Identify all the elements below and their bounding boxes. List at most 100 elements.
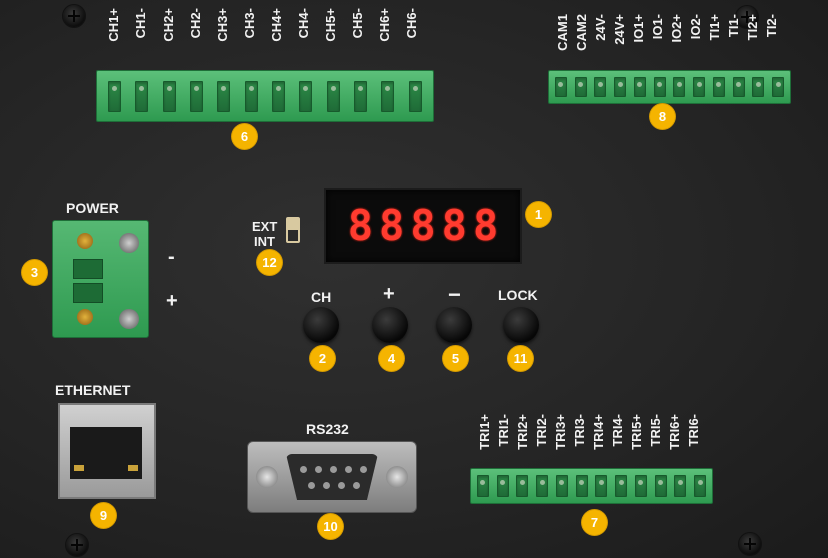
power-terminal-hole xyxy=(77,233,93,249)
plus-button[interactable] xyxy=(372,307,408,343)
terminal-pin xyxy=(634,475,647,497)
io-pin-label: TI1+ xyxy=(707,14,722,41)
trigger-pin-label: TRI1+ xyxy=(477,414,492,450)
corner-screw-bottom-left xyxy=(66,534,88,556)
channel-pin-label: CH3- xyxy=(242,8,257,39)
callout-badge-trigger-terminal: 7 xyxy=(582,510,607,535)
terminal-pin xyxy=(674,475,687,497)
channel-pin-label: CH1+ xyxy=(106,8,121,42)
display-digit: 8 xyxy=(347,201,374,250)
trigger-pin-label: TRI3- xyxy=(572,414,587,447)
trigger-pin-label: TRI3+ xyxy=(553,414,568,450)
power-label: POWER xyxy=(66,200,119,216)
corner-screw-top-left xyxy=(63,5,85,27)
rs232-screw xyxy=(256,466,278,488)
power-plus-label: + xyxy=(166,290,178,312)
terminal-pin xyxy=(272,80,286,112)
ch-button-label: CH xyxy=(311,289,332,305)
io-pin-label: TI2+ xyxy=(745,14,760,41)
power-screw xyxy=(119,233,139,253)
callout-badge-power: 3 xyxy=(22,260,47,285)
terminal-pin xyxy=(673,76,686,98)
callout-badge-ext-int: 12 xyxy=(257,250,282,275)
terminal-pin xyxy=(555,475,568,497)
terminal-pin xyxy=(135,80,149,112)
lock-button[interactable] xyxy=(503,307,539,343)
channel-pin-label: CH2+ xyxy=(161,8,176,42)
io-pin-label: IO2- xyxy=(688,14,703,40)
lock-button-label: LOCK xyxy=(498,287,538,303)
corner-screw-top-right xyxy=(736,6,758,28)
trigger-pin-label: TRI2+ xyxy=(515,414,530,450)
minus-button[interactable] xyxy=(436,307,472,343)
terminal-pin xyxy=(653,76,666,98)
callout-badge-minus-button: 5 xyxy=(443,346,468,371)
terminal-pin xyxy=(554,76,567,98)
seven-segment-display: 8 8 8 8 8 xyxy=(324,188,522,264)
io-pin-label: CAM2 xyxy=(574,14,589,51)
callout-badge-io-terminal: 8 xyxy=(650,104,675,129)
terminal-pin xyxy=(190,80,204,112)
terminal-pin xyxy=(574,76,587,98)
terminal-pin xyxy=(615,475,628,497)
channel-pin-label: CH6+ xyxy=(377,8,392,42)
rs232-screw xyxy=(386,466,408,488)
trigger-terminal-block[interactable] xyxy=(470,468,713,504)
ethernet-port[interactable] xyxy=(58,403,156,499)
terminal-pin xyxy=(108,80,122,112)
terminal-pin xyxy=(536,475,549,497)
channel-pin-label: CH6- xyxy=(404,8,419,39)
power-plug-slot xyxy=(73,259,103,279)
terminal-pin xyxy=(496,475,509,497)
db9-pin xyxy=(315,466,322,473)
ethernet-jack xyxy=(70,427,142,479)
channel-terminal-block[interactable] xyxy=(96,70,434,122)
db9-connector xyxy=(286,454,378,500)
terminal-pin xyxy=(299,80,313,112)
trigger-pin-label: TRI6+ xyxy=(667,414,682,450)
terminal-pin xyxy=(575,475,588,497)
callout-badge-rs232: 10 xyxy=(318,514,343,539)
io-terminal-block[interactable] xyxy=(548,70,791,104)
minus-button-label: − xyxy=(448,282,461,307)
db9-pin xyxy=(323,482,330,489)
io-pin-label: TI1- xyxy=(726,14,741,38)
power-minus-label: - xyxy=(168,246,175,268)
rs232-port[interactable] xyxy=(247,441,417,513)
callout-badge-ch-button: 2 xyxy=(310,346,335,371)
terminal-pin xyxy=(752,76,765,98)
terminal-pin xyxy=(381,80,395,112)
power-plug-slot xyxy=(73,283,103,303)
power-connector[interactable] xyxy=(52,220,149,338)
terminal-pin xyxy=(772,76,785,98)
trigger-pin-label: TRI1- xyxy=(496,414,511,447)
display-digit: 8 xyxy=(472,201,499,250)
terminal-pin xyxy=(162,80,176,112)
io-pin-label: TI2- xyxy=(764,14,779,38)
io-pin-label: CAM1 xyxy=(555,14,570,51)
callout-badge-plus-button: 4 xyxy=(379,346,404,371)
channel-pin-label: CH4+ xyxy=(269,8,284,42)
terminal-pin xyxy=(594,76,607,98)
display-digit: 8 xyxy=(410,201,436,250)
db9-pin xyxy=(300,466,307,473)
callout-badge-lock-button: 11 xyxy=(508,346,533,371)
ext-int-switch[interactable] xyxy=(286,217,300,243)
terminal-pin xyxy=(595,475,608,497)
ch-button[interactable] xyxy=(303,307,339,343)
ethernet-led xyxy=(128,465,138,471)
db9-pin xyxy=(345,466,352,473)
terminal-pin xyxy=(476,475,489,497)
terminal-pin xyxy=(694,475,707,497)
ethernet-led xyxy=(74,465,84,471)
power-screw xyxy=(119,309,139,329)
int-label: INT xyxy=(254,234,275,249)
channel-pin-label: CH4- xyxy=(296,8,311,39)
callout-badge-display: 1 xyxy=(526,202,551,227)
db9-pin xyxy=(330,466,337,473)
plus-button-label: + xyxy=(383,283,395,305)
trigger-pin-label: TRI6- xyxy=(686,414,701,447)
ethernet-label: ETHERNET xyxy=(55,382,131,398)
channel-pin-label: CH5- xyxy=(350,8,365,39)
